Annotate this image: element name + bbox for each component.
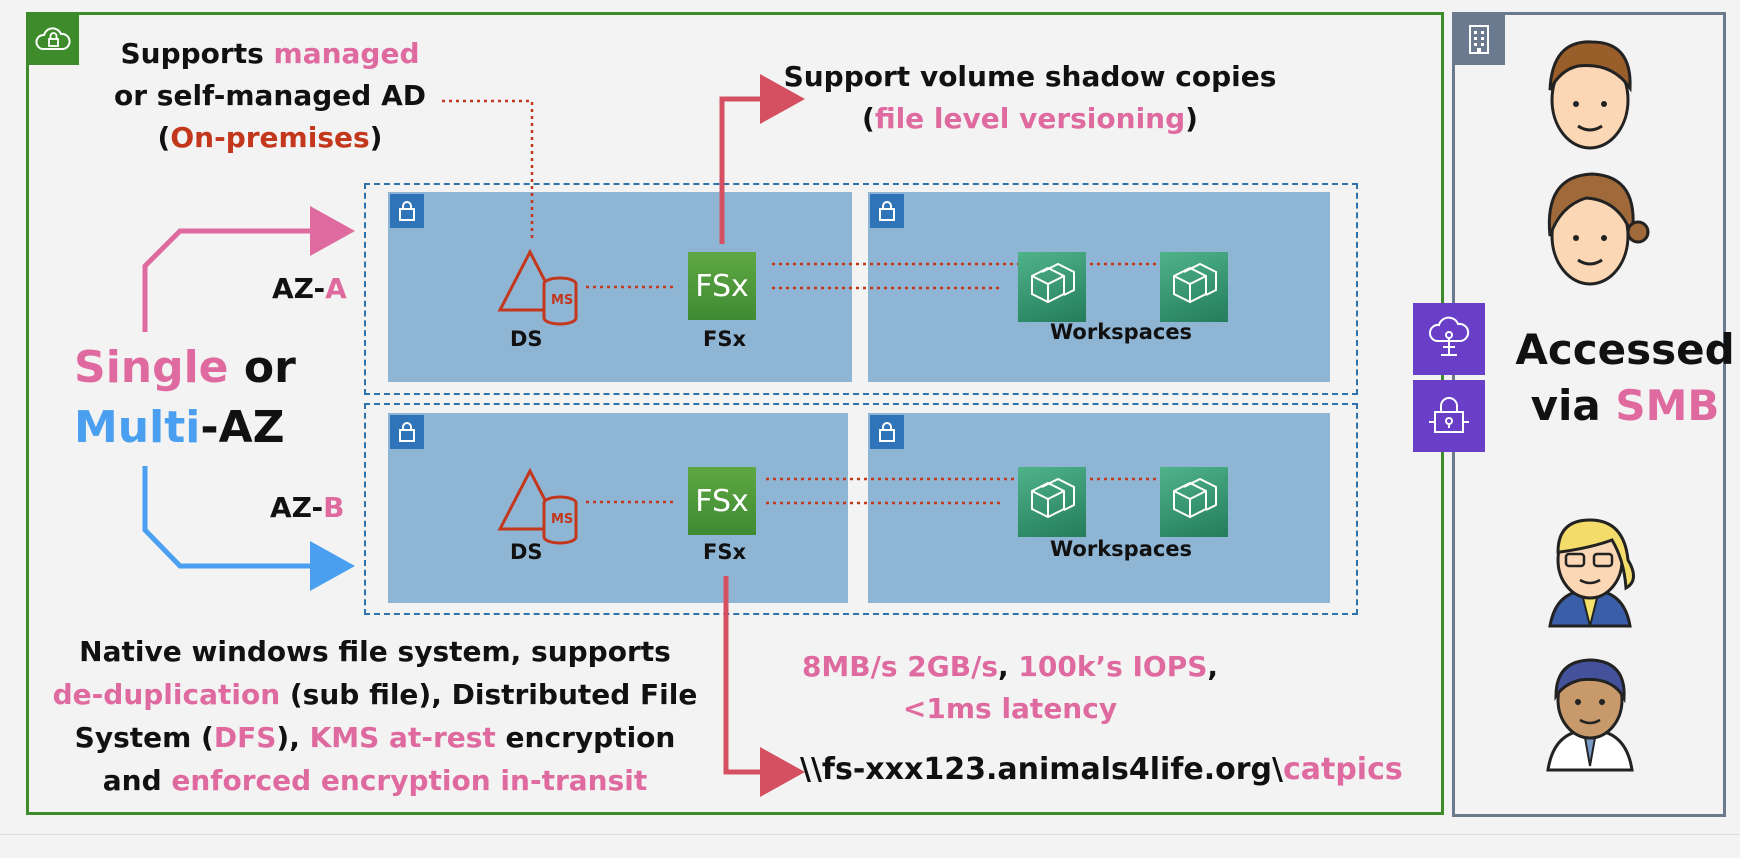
subnet-az-a-right (868, 192, 1330, 382)
paren-open: ( (862, 102, 875, 135)
subnet-az-b-left (388, 413, 848, 603)
features-text: and (102, 764, 172, 797)
share-path: \\fs-xxx123.animals4life.org\catpics (800, 749, 1403, 791)
workspaces-icon (1160, 252, 1228, 322)
az-prefix: AZ- (270, 491, 324, 524)
throughput-highlight: 8MB/s 2GB/s (801, 650, 998, 683)
fsx-windows-icon: FSx (688, 467, 756, 535)
az-suffix-text: -AZ (200, 402, 285, 453)
ds-label: DS (510, 540, 543, 564)
fsx-label: FSx (703, 540, 747, 564)
fsx-to-vss-arrow (719, 74, 805, 244)
workspaces-label: Workspaces (1050, 320, 1193, 344)
ad-support-note: Supports managed or self-managed AD (On-… (100, 33, 440, 159)
az-letter: B (323, 491, 345, 524)
user-avatar (1546, 658, 1634, 772)
fsx-to-share-path-arrow (723, 576, 805, 797)
single-az-text: Single (74, 342, 229, 393)
vpc-frame-az-a (364, 183, 1358, 395)
latency-highlight: <1ms latency (902, 692, 1118, 725)
perf-text: , (1207, 650, 1219, 683)
vss-note: Support volume shadow copies (file level… (780, 56, 1280, 140)
aws-cloud-lock-icon (27, 13, 79, 65)
paren-close: ) (369, 121, 383, 154)
features-text: System ( (74, 721, 214, 754)
ms-label: MS (551, 512, 574, 527)
directory-service-icon (497, 248, 578, 326)
bottom-divider (0, 834, 1740, 835)
workspaces-label: Workspaces (1050, 537, 1193, 561)
deployment-type-label: Single or Multi-AZ (74, 338, 296, 458)
private-subnet-lock-icon (390, 415, 424, 449)
az-b-label: AZ-B (270, 487, 344, 529)
features-text: ), (276, 721, 310, 754)
az-prefix: AZ- (272, 272, 326, 305)
ad-note-line2: or self-managed AD (114, 79, 426, 112)
workspaces-icon (1160, 467, 1228, 537)
single-az-arrow (142, 206, 355, 332)
ad-note-highlight: managed (273, 37, 420, 70)
kms-highlight: KMS at-rest (309, 721, 496, 754)
subnet-az-b-right (868, 413, 1330, 603)
private-subnet-lock-icon (390, 194, 424, 228)
fsx-label: FSx (703, 327, 747, 351)
paren-close: ) (1185, 102, 1198, 135)
features-text: (sub file), Distributed File (280, 678, 698, 711)
features-text: encryption (495, 721, 676, 754)
iops-highlight: 100k’s IOPS (1018, 650, 1208, 683)
or-text: or (228, 342, 296, 393)
on-premises-highlight: On-premises (170, 121, 370, 154)
ms-label: MS (551, 293, 574, 308)
features-note: Native windows file system, supports de-… (40, 630, 710, 802)
ad-to-ds-dotted-line (442, 99, 534, 238)
performance-note: 8MB/s 2GB/s, 100k’s IOPS, <1ms latency (780, 646, 1240, 730)
share-path-host: \\fs-xxx123.animals4life.org\ (800, 752, 1283, 787)
user-avatar (1548, 40, 1632, 150)
az-letter: A (325, 272, 347, 305)
private-subnet-lock-icon (870, 415, 904, 449)
multi-az-arrow (142, 466, 355, 591)
paren-open: ( (157, 121, 171, 154)
office-building-icon (1453, 13, 1505, 65)
az-a-label: AZ-A (272, 268, 347, 310)
perf-text: , (997, 650, 1019, 683)
smb-access-icon (1413, 303, 1485, 375)
ad-note-text: Supports (120, 37, 274, 70)
fsx-windows-icon: FSx (688, 252, 756, 320)
multi-az-text: Multi (74, 402, 201, 453)
access-line1: Accessed (1515, 325, 1735, 374)
access-text: via (1530, 381, 1616, 430)
user-avatar (1547, 172, 1650, 286)
vss-note-line1: Support volume shadow copies (783, 60, 1277, 93)
workspaces-icon (1018, 467, 1086, 537)
vpc-frame-az-b (364, 403, 1358, 615)
directory-service-icon (497, 467, 578, 545)
smb-highlight: SMB (1615, 381, 1720, 430)
features-line1: Native windows file system, supports (79, 635, 671, 668)
gateway-lock-icon (1413, 380, 1485, 452)
workspaces-icon (1018, 252, 1086, 322)
file-versioning-highlight: file level versioning (874, 102, 1186, 135)
access-note: Accessed via SMB (1490, 322, 1740, 434)
dfs-highlight: DFS (213, 721, 277, 754)
user-avatar (1548, 518, 1635, 628)
private-subnet-lock-icon (870, 194, 904, 228)
encryption-transit-highlight: enforced encryption in-transit (171, 764, 648, 797)
share-name-highlight: catpics (1282, 752, 1403, 787)
dedup-highlight: de-duplication (52, 678, 281, 711)
ds-label: DS (510, 327, 543, 351)
